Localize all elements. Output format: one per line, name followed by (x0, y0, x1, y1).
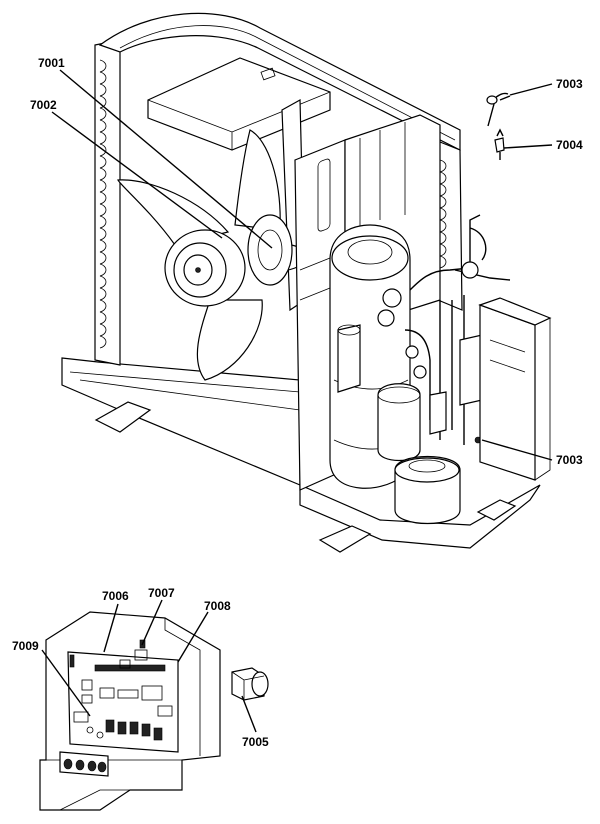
callout-7006: 7006 (102, 589, 129, 603)
callout-7003-top: 7003 (556, 77, 583, 91)
leader-7002 (51, 111, 223, 239)
leader-7008 (177, 611, 209, 663)
leader-7007 (141, 599, 163, 646)
receiver-tank (394, 456, 461, 524)
fan-motor (247, 214, 293, 286)
callout-7007: 7007 (148, 586, 175, 600)
leader-7005 (241, 695, 257, 733)
electrical-box (478, 297, 552, 481)
left-side-panel (94, 39, 121, 366)
top-cover-plate (147, 57, 331, 151)
terminal-block (59, 751, 109, 777)
control-board-assembly (39, 611, 269, 811)
reactor-part-7005 (231, 667, 269, 701)
foot-center (318, 525, 372, 553)
leader-7003b (481, 439, 553, 461)
pcb-board (67, 651, 179, 753)
pcb-components (69, 639, 173, 741)
callout-labels: 7001 7002 7003 7004 7003 7006 7007 7008 … (12, 56, 583, 749)
condenser-coil-left (99, 59, 107, 349)
leader-lines (41, 69, 553, 733)
callout-7003-bottom: 7003 (556, 453, 583, 467)
outdoor-unit (61, 12, 552, 553)
leader-7009 (41, 649, 91, 717)
top-coil-frame (98, 12, 461, 151)
callout-7008: 7008 (204, 599, 231, 613)
leader-7001 (59, 69, 273, 249)
callout-7009: 7009 (12, 639, 39, 653)
foot-left (94, 401, 152, 433)
callout-7005: 7005 (242, 735, 269, 749)
piping-cluster (377, 214, 511, 445)
accumulator (337, 324, 421, 461)
foot-right (476, 499, 517, 521)
callout-7004: 7004 (556, 138, 583, 152)
leader-7004 (503, 144, 553, 149)
leader-7003a (509, 83, 553, 96)
callout-7002: 7002 (30, 98, 57, 112)
leader-7006 (103, 603, 119, 653)
sensor-part-7003 (486, 92, 511, 127)
callout-7001: 7001 (38, 56, 65, 70)
sensor-part-7004 (494, 128, 505, 160)
